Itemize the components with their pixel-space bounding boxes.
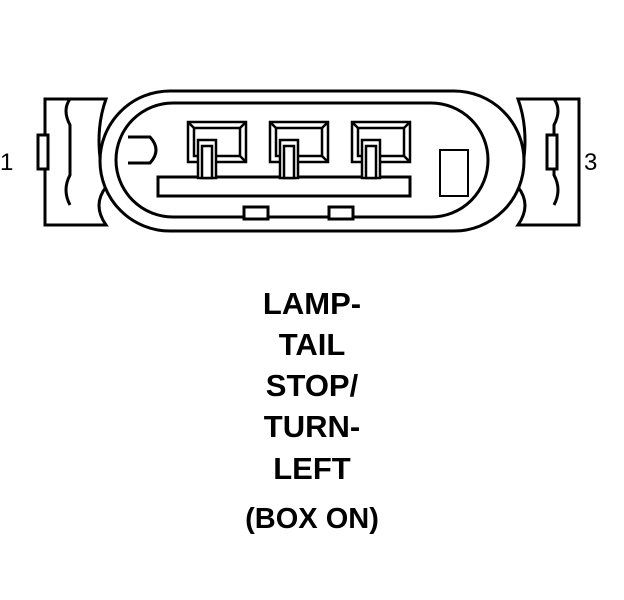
bottom-foot-right <box>327 205 355 221</box>
terminal-group <box>186 120 412 180</box>
caption-line-6: (BOX ON) <box>245 503 379 535</box>
caption-line-5: LEFT <box>273 451 351 486</box>
left-ear-curve <box>64 98 72 206</box>
terminal-1 <box>186 120 248 180</box>
terminal-2 <box>268 120 330 180</box>
terminal-rail <box>156 175 412 198</box>
bottom-foot-left <box>242 205 270 221</box>
caption-line-3: STOP/ <box>265 368 359 403</box>
connector-housing <box>43 97 109 227</box>
caption-line-4: TURN- <box>263 409 361 444</box>
pin-number-left: 1 <box>0 149 13 176</box>
keying-notch <box>128 135 158 165</box>
pin-number-right: 3 <box>584 149 597 176</box>
left-latch-tab <box>36 133 50 171</box>
caption-line-2: TAIL <box>278 327 346 362</box>
right-latch-tab <box>545 133 559 171</box>
cavity-corner-block <box>439 149 469 197</box>
caption-line-1: LAMP- <box>262 286 362 321</box>
terminal-3 <box>350 120 412 180</box>
